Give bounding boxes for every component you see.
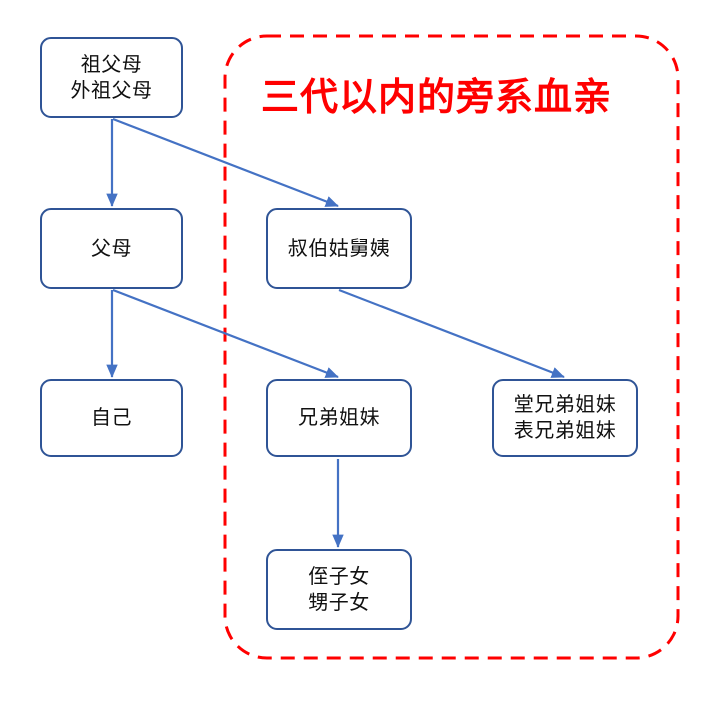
node-uncles-aunts[interactable]: 叔伯姑舅姨: [266, 208, 412, 289]
edge-parents-to-siblings: [112, 288, 339, 379]
node-siblings[interactable]: 兄弟姐妹: [266, 379, 412, 457]
edge-uncles-to-cousins: [338, 288, 565, 379]
node-cousins[interactable]: 堂兄弟姐妹 表兄弟姐妹: [492, 379, 638, 457]
node-grandparents[interactable]: 祖父母 外祖父母: [40, 37, 183, 118]
node-self[interactable]: 自己: [40, 379, 183, 457]
node-nephews-nieces[interactable]: 侄子女 甥子女: [266, 549, 412, 630]
edge-grandparents-to-uncles: [112, 117, 339, 208]
group-label-collateral-relatives: 三代以内的旁系血亲: [261, 75, 613, 119]
edge-paths: [106, 117, 565, 548]
node-parents[interactable]: 父母: [40, 208, 183, 289]
